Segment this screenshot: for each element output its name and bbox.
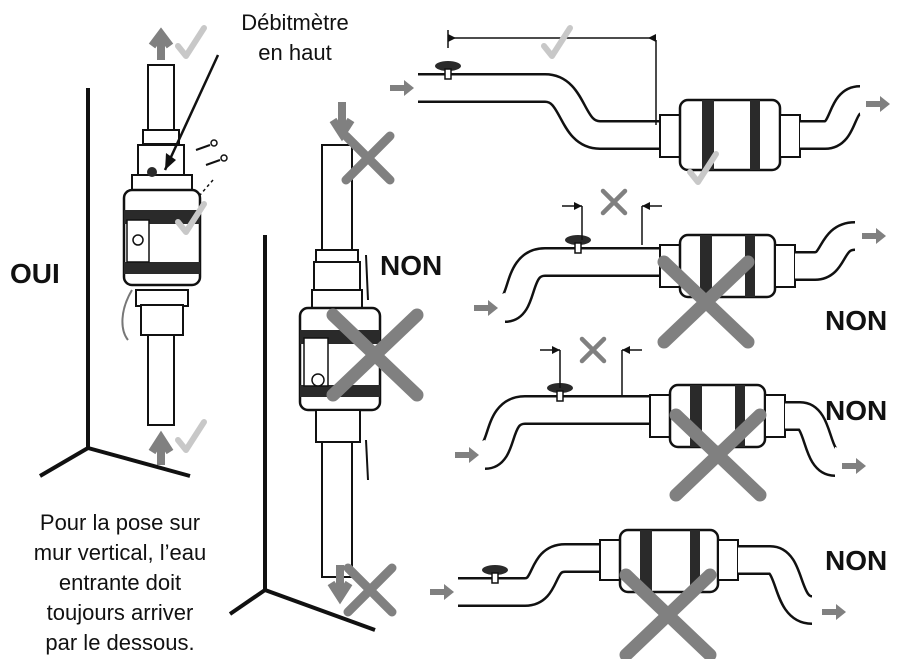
flowmeter-label-line1: Débitmètre	[241, 10, 349, 35]
horizontal-install-2-wrong	[474, 191, 886, 342]
note-line-4: toujours arriver	[46, 600, 194, 625]
flowmeter-label: Débitmètre en haut	[215, 8, 375, 68]
vertical-install-wrong	[298, 102, 417, 612]
note-line-5: par le dessous.	[45, 630, 195, 655]
note-line-2: mur vertical, l’eau	[33, 540, 207, 565]
no-label-row-3: NON	[825, 395, 888, 426]
yes-label: OUI	[10, 258, 60, 289]
wall-corner-left	[38, 88, 191, 478]
note-line-1: Pour la pose sur	[39, 510, 201, 535]
installation-note: Pour la pose sur mur vertical, l’eau ent…	[4, 508, 236, 658]
note-line-3: entrante doit	[58, 570, 182, 595]
vertical-install-correct	[121, 28, 228, 465]
no-label-vertical: NON	[380, 250, 443, 281]
no-label-row-4: NON	[825, 545, 888, 576]
flowmeter-label-line2: en haut	[258, 40, 332, 65]
horizontal-install-3-wrong	[455, 339, 866, 495]
no-label-row-2: NON	[825, 305, 888, 336]
horizontal-install-4-wrong	[430, 528, 846, 655]
wall-corner-middle	[228, 235, 376, 632]
horizontal-install-1-correct	[390, 28, 890, 182]
